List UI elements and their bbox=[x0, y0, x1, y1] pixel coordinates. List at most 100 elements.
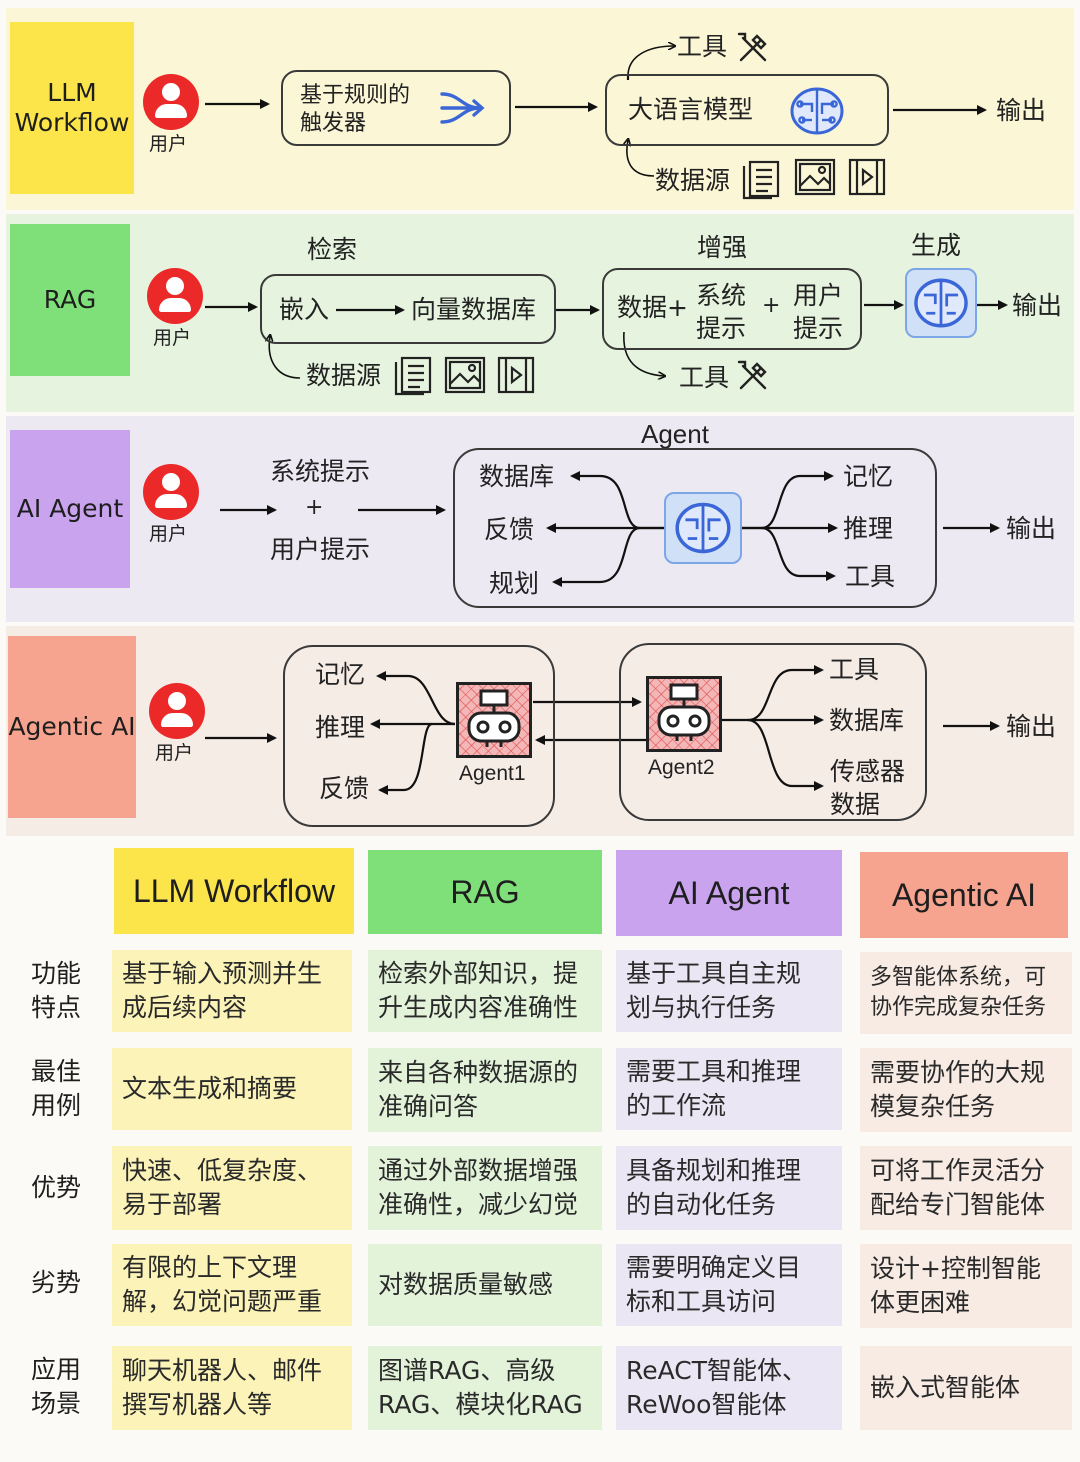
agent-database-label: 数据库 bbox=[479, 462, 555, 491]
llm-box bbox=[605, 74, 889, 146]
table-cell: 聊天机器人、邮件 撰写机器人等 bbox=[112, 1346, 352, 1430]
row-label-disadvantages: 劣势 bbox=[30, 1268, 81, 1297]
agentic-output-label: 输出 bbox=[1006, 712, 1057, 741]
agent1-label: Agent1 bbox=[459, 762, 526, 785]
label-ai-agent: AI Agent bbox=[10, 430, 130, 588]
rag-generate-label: 生成 bbox=[911, 231, 962, 260]
user-avatar-icon bbox=[143, 74, 199, 130]
table-cell: 基于输入预测并生 成后续内容 bbox=[112, 950, 352, 1032]
agentic-sensor-label: 传感器 数据 bbox=[830, 757, 906, 819]
brain-icon bbox=[788, 82, 846, 140]
user-label: 用户 bbox=[155, 742, 194, 764]
user-avatar-icon bbox=[147, 268, 203, 324]
llm-label: 大语言模型 bbox=[628, 95, 754, 124]
user-label: 用户 bbox=[149, 133, 188, 155]
agent-planning-label: 规划 bbox=[489, 569, 540, 598]
rag-retrieve-label: 检索 bbox=[307, 235, 358, 264]
table-header-ai-agent: AI Agent bbox=[616, 850, 842, 936]
table-header-agentic-ai: Agentic AI bbox=[860, 852, 1068, 938]
table-cell: 可将工作灵活分 配给专门智能体 bbox=[860, 1146, 1072, 1230]
rag-augment-box bbox=[602, 268, 862, 350]
rag-augment-label: 增强 bbox=[697, 233, 748, 262]
document-icon bbox=[742, 160, 780, 200]
table-cell: 通过外部数据增强 准确性，减少幻觉 bbox=[368, 1146, 602, 1230]
agentic-feedback-label: 反馈 bbox=[319, 774, 370, 803]
agent2-label: Agent2 bbox=[648, 756, 715, 779]
robot-icon bbox=[646, 676, 722, 752]
agent-feedback-label: 反馈 bbox=[484, 515, 535, 544]
workflow-datasource-label: 数据源 bbox=[655, 166, 731, 195]
table-header-llm-workflow: LLM Workflow bbox=[114, 848, 354, 934]
table-cell: 具备规划和推理 的自动化任务 bbox=[616, 1146, 842, 1230]
table-cell: 检索外部知识，提 升生成内容准确性 bbox=[368, 950, 602, 1032]
table-header-rag: RAG bbox=[368, 850, 602, 934]
tools-icon bbox=[737, 360, 767, 390]
trigger-icon bbox=[440, 92, 485, 124]
label-llm-workflow: LLM Workflow bbox=[10, 22, 134, 194]
rag-datasource-label: 数据源 bbox=[306, 361, 382, 390]
table-cell: 图谱RAG、高级 RAG、模块化RAG bbox=[368, 1346, 602, 1430]
rag-tools-label: 工具 bbox=[679, 363, 730, 392]
agentic-reasoning-label: 推理 bbox=[315, 713, 366, 742]
rag-retrieval-box bbox=[260, 274, 556, 344]
brain-icon bbox=[905, 268, 977, 338]
table-cell: 有限的上下文理 解，幻觉问题严重 bbox=[112, 1244, 352, 1326]
robot-icon bbox=[456, 682, 532, 758]
brain-icon bbox=[664, 492, 742, 564]
rag-user-prompt-label: 用户 提示 bbox=[793, 281, 844, 343]
band-ai-agent bbox=[6, 416, 1074, 622]
row-label-advantages: 优势 bbox=[30, 1173, 81, 1202]
rag-system-prompt-label: 系统 提示 bbox=[696, 281, 747, 343]
table-cell: 对数据质量敏感 bbox=[368, 1244, 602, 1326]
document-icon bbox=[394, 356, 432, 396]
agent-output-label: 输出 bbox=[1006, 514, 1057, 543]
tools-icon bbox=[737, 32, 767, 62]
rag-vectordb-label: 向量数据库 bbox=[411, 295, 537, 324]
image-icon bbox=[444, 356, 486, 394]
agent-box bbox=[453, 448, 937, 608]
image-icon bbox=[794, 158, 836, 196]
label-agentic-ai: Agentic AI bbox=[8, 636, 136, 818]
table-cell: ReACT智能体、 ReWoo智能体 bbox=[616, 1346, 842, 1430]
rag-output-label: 输出 bbox=[1012, 291, 1063, 320]
rule-trigger-box bbox=[281, 70, 511, 146]
table-cell: 快速、低复杂度、 易于部署 bbox=[112, 1146, 352, 1230]
row-label-best-use: 最佳 用例 bbox=[30, 1057, 81, 1120]
table-cell: 需要协作的大规 模复杂任务 bbox=[860, 1048, 1072, 1132]
rag-data-label: 数据+ bbox=[617, 293, 688, 322]
agent2-box bbox=[619, 643, 927, 821]
workflow-tools-label: 工具 bbox=[677, 32, 728, 61]
table-cell: 多智能体系统，可 协作完成复杂任务 bbox=[860, 952, 1072, 1034]
video-icon bbox=[497, 356, 535, 394]
agent-tools-label: 工具 bbox=[845, 562, 896, 591]
agent-plus-label: + bbox=[305, 495, 324, 520]
agentic-memory-label: 记忆 bbox=[315, 660, 366, 689]
table-cell: 嵌入式智能体 bbox=[860, 1346, 1072, 1430]
table-cell: 来自各种数据源的 准确问答 bbox=[368, 1048, 602, 1132]
row-label-applications: 应用 场景 bbox=[30, 1355, 81, 1418]
user-avatar-icon bbox=[143, 464, 199, 520]
agent-user-prompt-label: 用户提示 bbox=[270, 535, 371, 564]
label-rag: RAG bbox=[10, 224, 130, 376]
video-icon bbox=[848, 158, 886, 196]
table-cell: 文本生成和摘要 bbox=[112, 1048, 352, 1130]
agent-title: Agent bbox=[641, 419, 709, 449]
user-label: 用户 bbox=[153, 327, 192, 349]
agent-memory-label: 记忆 bbox=[843, 462, 894, 491]
agentic-tools-label: 工具 bbox=[829, 655, 880, 684]
workflow-output-label: 输出 bbox=[996, 96, 1047, 125]
agentic-database-label: 数据库 bbox=[829, 706, 905, 735]
rule-trigger-label: 基于规则的 触发器 bbox=[300, 83, 411, 137]
rag-plus-label: + bbox=[762, 293, 781, 318]
table-cell: 设计+控制智能 体更困难 bbox=[860, 1244, 1072, 1328]
table-cell: 需要工具和推理 的工作流 bbox=[616, 1048, 842, 1130]
row-label-features: 功能 特点 bbox=[30, 959, 81, 1022]
user-label: 用户 bbox=[149, 523, 188, 545]
table-cell: 需要明确定义目 标和工具访问 bbox=[616, 1244, 842, 1326]
agent1-box bbox=[283, 645, 555, 827]
agent-reasoning-label: 推理 bbox=[843, 514, 894, 543]
rag-embed-label: 嵌入 bbox=[279, 295, 330, 324]
table-cell: 基于工具自主规 划与执行任务 bbox=[616, 950, 842, 1032]
user-avatar-icon bbox=[149, 683, 205, 739]
agent-system-prompt-label: 系统提示 bbox=[270, 457, 371, 486]
